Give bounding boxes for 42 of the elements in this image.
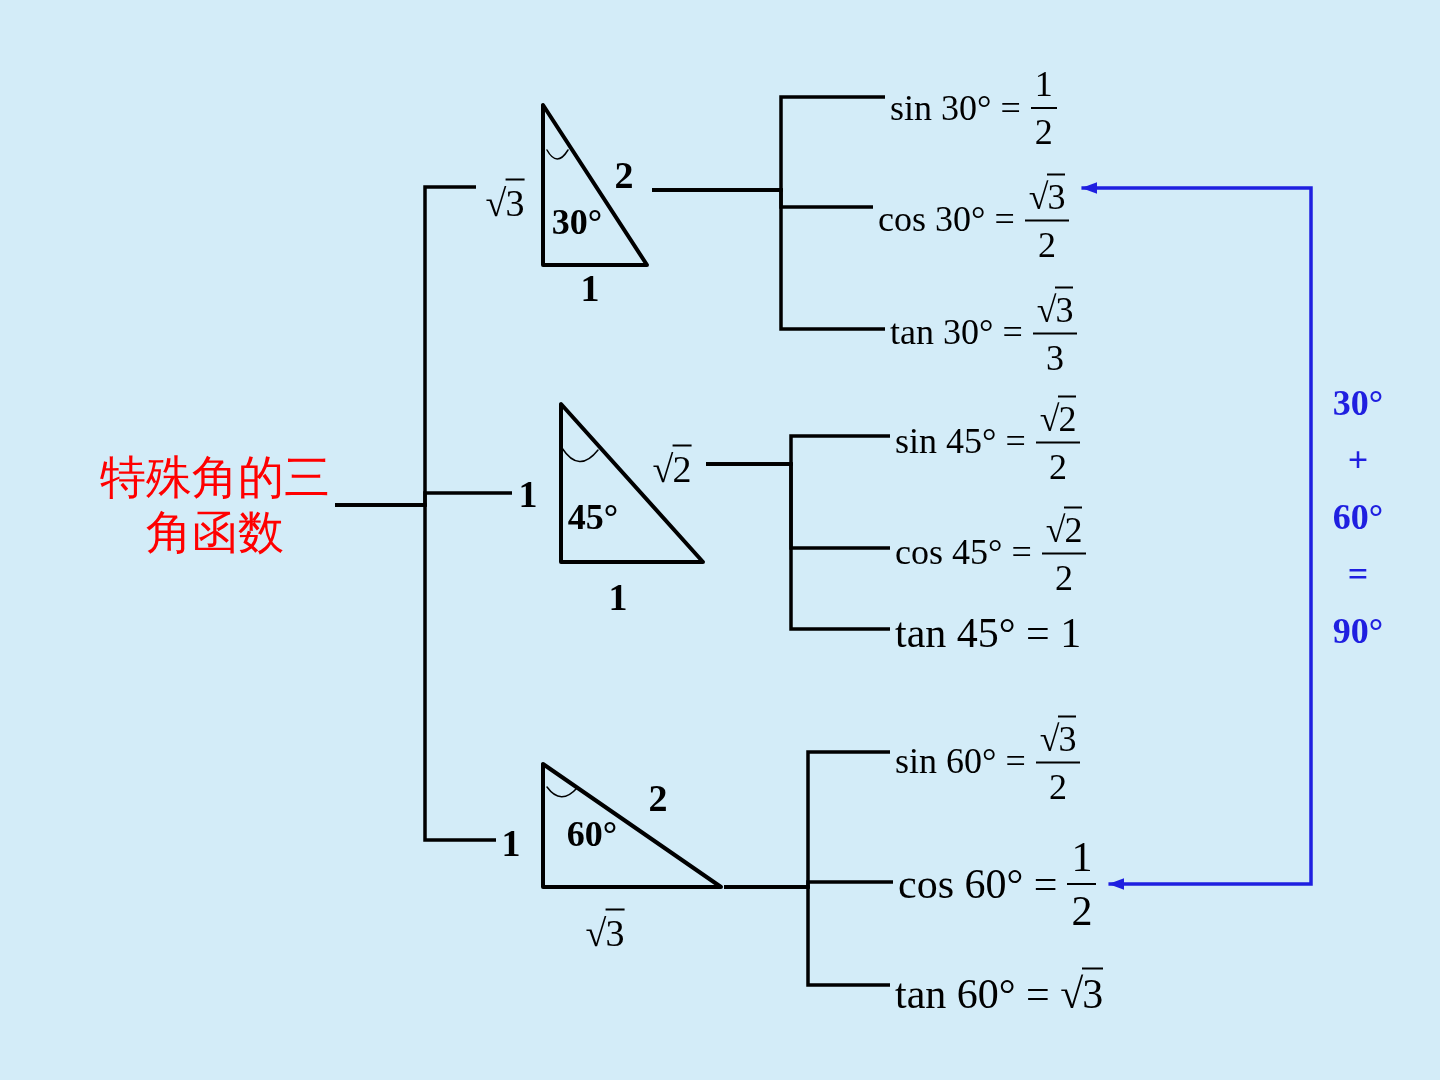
numerator: √2 — [1041, 506, 1087, 548]
angle-label: 30° — [551, 204, 603, 240]
side-length-label: 2 — [614, 156, 634, 194]
denominator: 2 — [1048, 768, 1069, 805]
denominator: 2 — [1054, 559, 1075, 596]
denominator: 2 — [1033, 114, 1054, 150]
side-length-label: 1 — [580, 269, 600, 307]
side-length-label: √3 — [485, 178, 525, 222]
denominator: 2 — [1048, 448, 1069, 485]
formula-text: sin 30° = — [890, 90, 1021, 126]
formula-text: cos 60° = — [898, 863, 1058, 905]
numerator: √3 — [1035, 715, 1081, 757]
side-length-label: 1 — [608, 578, 628, 616]
side-length-label: √3 — [585, 908, 625, 952]
numerator: 1 — [1033, 66, 1054, 102]
side-length-label: √2 — [652, 444, 692, 488]
denominator: 2 — [1070, 890, 1094, 932]
formula-text: tan 60° = √3 — [895, 967, 1104, 1015]
angle-label: 60° — [566, 816, 618, 852]
side-length-label: 2 — [648, 779, 668, 817]
numerator: √3 — [1032, 286, 1078, 328]
numerator: √3 — [1024, 173, 1070, 215]
formula-text: cos 30° = — [878, 200, 1015, 236]
numerator: 1 — [1070, 836, 1094, 878]
numerator: √2 — [1035, 395, 1081, 437]
formula-text: sin 45° = — [895, 422, 1026, 458]
side-length-label: 1 — [518, 475, 538, 513]
angle-label: 45° — [567, 499, 619, 535]
side-length-label: 1 — [501, 824, 521, 862]
denominator: 3 — [1045, 339, 1066, 376]
connector-line — [335, 503, 496, 842]
formula-text: tan 30° = — [890, 313, 1023, 349]
connector-line — [724, 885, 890, 987]
denominator: 2 — [1037, 226, 1058, 263]
topic-text: 特殊角的三角函数 — [95, 450, 335, 560]
arrow — [1081, 182, 1313, 890]
edge-label: 30° + 60° = 90° — [1331, 382, 1385, 653]
connector-line — [706, 462, 890, 631]
formula-text: cos 45° = — [895, 533, 1032, 569]
formula-text: sin 60° = — [895, 742, 1026, 778]
connector-line — [652, 188, 885, 331]
formula-text: tan 45° = 1 — [895, 612, 1082, 654]
